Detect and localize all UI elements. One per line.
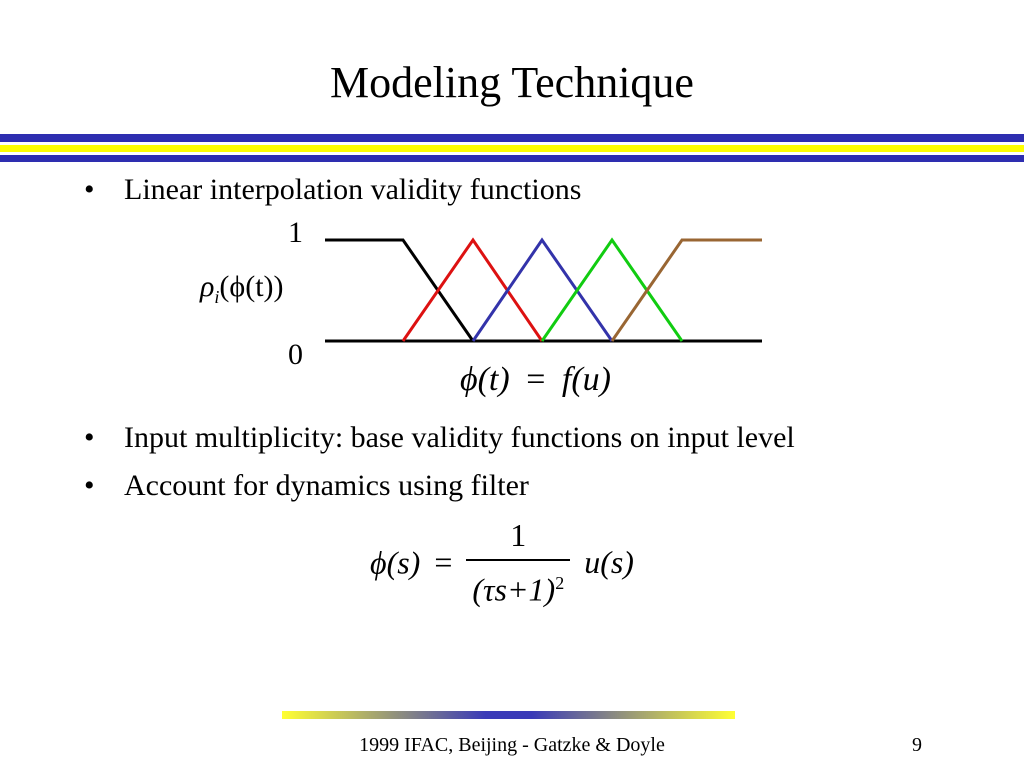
filter-lhs: ϕ(s) [370,544,421,581]
bullet-text: Account for dynamics using filter [124,469,529,502]
footer-text: 1999 IFAC, Beijing - Gatzke & Doyle [359,734,665,756]
rho-argument: (ϕ(t)) [219,270,284,303]
bullet-item-3: • Account for dynamics using filter [84,468,529,504]
x-equation-lhs: ϕ(t) [460,361,510,398]
validity-function-1 [325,238,475,342]
filter-denominator: (τs+1) [472,571,556,608]
x-axis-equation: ϕ(t) = f(u) [460,361,611,399]
validity-function-5 [610,238,762,342]
filter-denominator-wrap: (τs+1)2 [466,559,571,610]
title-rule [0,134,1024,162]
bullet-item-1: • Linear interpolation validity functions [84,172,581,208]
filter-rhs: u(s) [584,544,634,581]
filter-equation: ϕ(s) = 1 (τs+1)2 u(s) [370,515,634,610]
rho-subscript: i [214,287,220,307]
x-equation-equals: = [526,361,546,398]
y-axis-label: ρi(ϕ(t)) [200,270,284,314]
bullet-text: Linear interpolation validity functions [124,173,582,206]
y-tick-top: 1 [288,216,303,249]
validity-functions-plot [325,237,762,343]
y-tick-bottom: 0 [288,338,303,371]
filter-fraction: 1 (τs+1)2 [466,515,571,610]
page-number: 9 [912,734,922,756]
validity-function-4 [540,237,684,342]
rho-symbol: ρ [200,270,215,303]
validity-function-2 [401,237,544,342]
bullet-symbol: • [84,421,95,454]
footer-rule [282,711,735,719]
bullet-text: Input multiplicity: base validity functi… [124,421,795,454]
slide-title: Modeling Technique [330,58,694,107]
filter-equals: = [434,544,453,581]
bullet-symbol: • [84,469,95,502]
validity-function-3 [471,237,614,342]
filter-numerator: 1 [510,517,527,553]
filter-exponent: 2 [555,573,565,593]
bullet-symbol: • [84,173,95,206]
bullet-item-2: • Input multiplicity: base validity funct… [84,420,795,456]
x-equation-rhs: f(u) [561,361,611,398]
